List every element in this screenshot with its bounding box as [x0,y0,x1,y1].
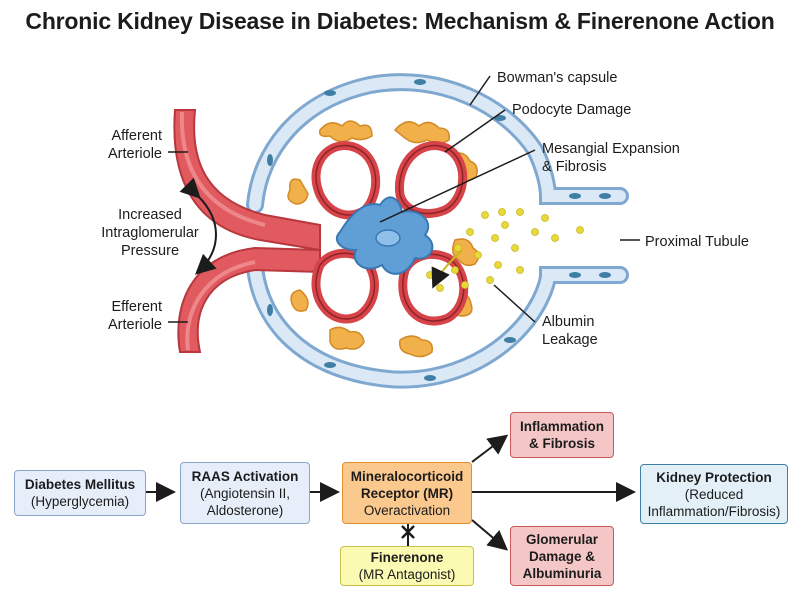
box-raas: RAAS Activation (Angiotensin II, Aldoste… [180,462,310,524]
box-glomerular: Glomerular Damage & Albuminuria [510,526,614,586]
inhibition-x-icon [401,525,415,539]
label-efferent-2: Arteriole [108,317,162,333]
raas-title: RAAS Activation [191,468,299,484]
glomerular-line-1: Glomerular [525,531,599,547]
label-bowmans-capsule: Bowman's capsule [497,70,617,86]
bowmans-capsule [246,73,629,389]
mr-title-2: Receptor (MR) [360,485,454,501]
kidney-sub-2: Inflammation/Fibrosis) [647,503,781,519]
finerenone-sub: (MR Antagonist) [358,567,456,582]
inflammation-line-1: Inflammation [519,419,604,434]
finerenone-title: Finerenone [370,550,444,565]
flow-arrows [146,434,636,551]
label-pressure-2: Intraglomerular [101,225,199,241]
box-diabetes: Diabetes Mellitus (Hyperglycemia) [14,470,146,516]
label-proximal-tubule: Proximal Tubule [645,234,749,250]
inflammation-line-2: & Fibrosis [528,436,595,451]
page-title: Chronic Kidney Disease in Diabetes: Mech… [25,8,775,34]
raas-sub-1: (Angiotensin II, [199,485,291,501]
raas-sub-2: Aldosterone) [206,502,284,518]
label-podocyte-damage: Podocyte Damage [512,102,631,118]
box-finerenone: Finerenone (MR Antagonist) [340,546,474,586]
label-afferent-2: Arteriole [108,146,162,162]
box-inflammation: Inflammation & Fibrosis [510,412,614,458]
label-mesangial-2: & Fibrosis [542,159,606,175]
label-albumin-2: Leakage [542,332,598,348]
diabetes-sub: (Hyperglycemia) [30,494,130,509]
mr-sub: Overactivation [363,502,451,518]
mr-title-1: Mineralocorticoid [350,468,464,484]
label-efferent-1: Efferent [111,299,162,315]
glomerular-line-2: Damage & [528,548,596,564]
box-kidney-protection: Kidney Protection (Reduced Inflammation/… [640,464,788,524]
label-mesangial-1: Mesangial Expansion [542,141,680,157]
box-mr: Mineralocorticoid Receptor (MR) Overacti… [342,462,472,524]
glomerular-line-3: Albuminuria [522,565,602,581]
label-afferent-1: Afferent [111,128,162,144]
diabetes-title: Diabetes Mellitus [24,477,136,492]
label-pressure-1: Increased [118,207,182,223]
kidney-title: Kidney Protection [656,469,772,485]
pressure-arrow [179,177,217,275]
label-albumin-1: Albumin [542,314,594,330]
kidney-sub-1: (Reduced [684,486,744,502]
label-pressure-3: Pressure [121,243,179,259]
